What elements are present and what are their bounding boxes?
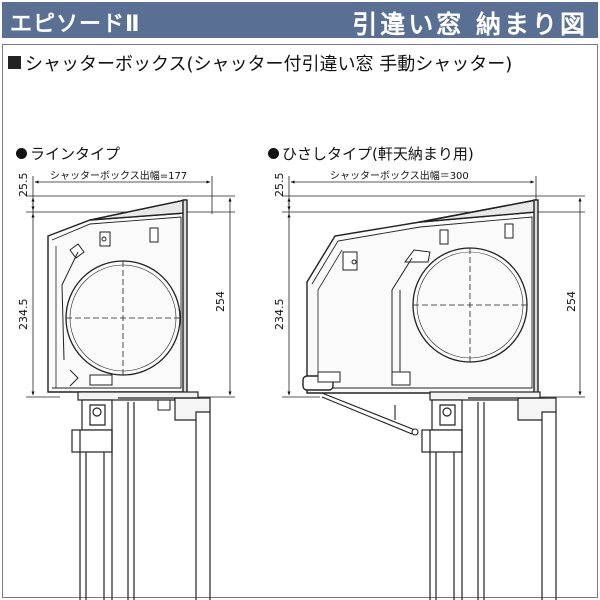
line-type-label: ラインタイプ xyxy=(16,143,120,164)
top-dimension-label: 25.5 xyxy=(273,173,286,198)
section-title-text: シャッターボックス(シャッター付引違い窓 手動シャッター) xyxy=(25,54,513,75)
series-name: エピソードⅡ xyxy=(10,12,141,37)
bullet-dot-icon xyxy=(16,148,27,159)
line-type-drawing: シャッターボックス出幅=177 25.5 234.5 254 xyxy=(17,169,235,600)
left-height-dimension xyxy=(26,213,60,398)
soffit-cover xyxy=(321,392,419,436)
right-height-dimension xyxy=(190,197,235,398)
right-height-label: 254 xyxy=(565,291,578,312)
eave-housing xyxy=(302,199,539,397)
top-dimension-label: 25.5 xyxy=(17,173,30,198)
box-width-label: シャッターボックス出幅=177 xyxy=(50,169,187,182)
eave-type-label: ひさしタイプ(軒天納まり用) xyxy=(268,143,474,164)
page-title: 引違い窓 納まり図 xyxy=(352,10,588,39)
line-type-label-text: ラインタイプ xyxy=(30,145,121,163)
eave-type-drawing: シャッターボックス出幅＝300 25.5 234.5 254 xyxy=(273,169,585,600)
left-height-dimension xyxy=(282,213,320,398)
left-height-label: 234.5 xyxy=(17,299,30,331)
box-width-label: シャッターボックス出幅＝300 xyxy=(330,169,469,182)
top-dimension xyxy=(282,195,585,213)
window-frame xyxy=(421,391,557,600)
shutter-roll xyxy=(65,260,181,376)
internal-brackets xyxy=(317,223,514,386)
top-dimension xyxy=(26,195,235,213)
shutter-box-housing xyxy=(47,199,188,397)
right-height-dimension xyxy=(540,197,585,398)
shutter-roll xyxy=(412,247,528,363)
content-frame xyxy=(2,44,598,598)
square-bullet-icon xyxy=(8,56,21,69)
left-height-label: 234.5 xyxy=(273,299,286,331)
window-frame xyxy=(71,391,211,600)
bullet-dot-icon xyxy=(268,148,279,159)
header-bar: エピソードⅡ 引違い窓 納まり図 xyxy=(2,2,598,39)
right-height-label: 254 xyxy=(214,291,227,312)
internal-brackets xyxy=(61,227,171,411)
eave-type-label-text: ひさしタイプ(軒天納まり用) xyxy=(282,145,474,163)
section-title: シャッターボックス(シャッター付引違い窓 手動シャッター) xyxy=(8,50,512,76)
